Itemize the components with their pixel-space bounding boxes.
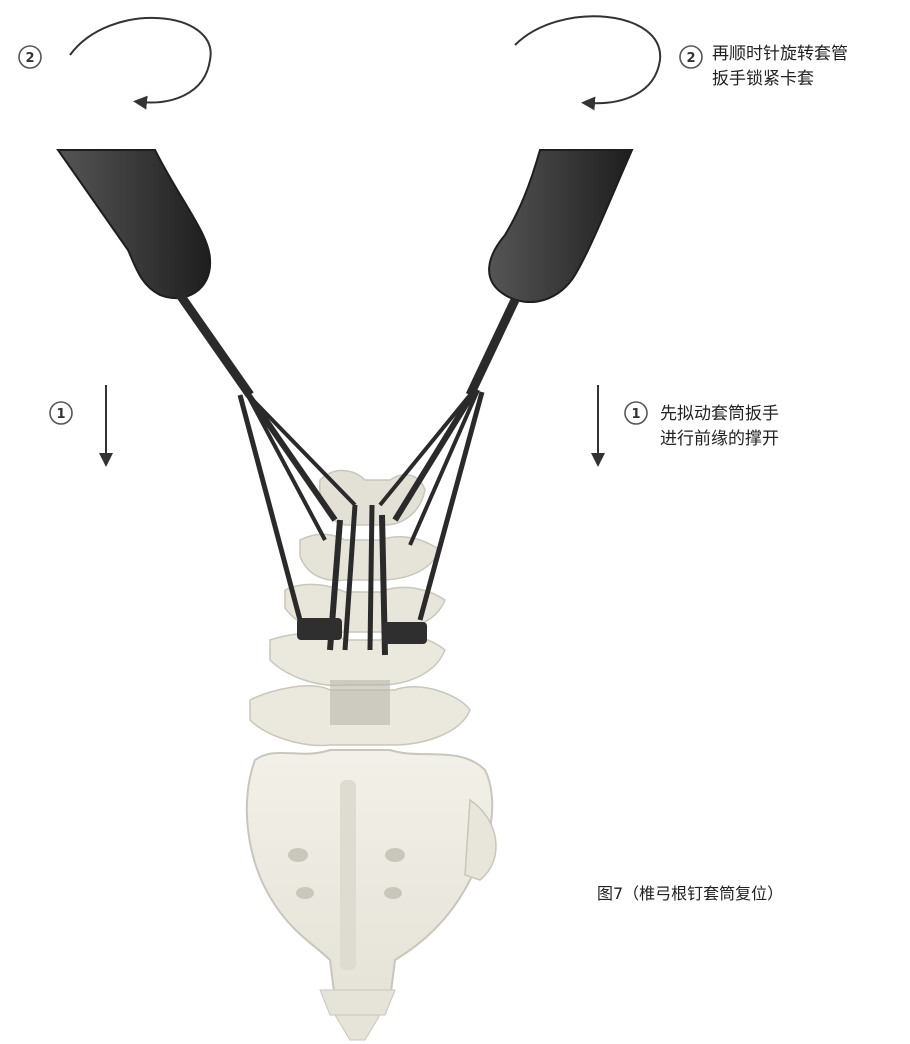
svg-text:2: 2 (25, 51, 34, 66)
step1-right-badge: 1 (625, 402, 647, 424)
svg-text:1: 1 (56, 407, 65, 422)
step1-left-badge: 1 (50, 402, 72, 424)
step2-line1: 再顺时针旋转套管 (712, 42, 848, 67)
svg-text:2: 2 (686, 51, 695, 66)
step1-instruction: 先拟动套筒扳手 进行前缘的撑开 (660, 402, 779, 452)
step2-instruction: 再顺时针旋转套管 扳手锁紧卡套 (712, 42, 848, 92)
step1-line1: 先拟动套筒扳手 (660, 402, 779, 427)
step2-left-badge: 2 (19, 46, 41, 68)
lumbar-vertebrae (250, 471, 470, 746)
rotate-arrow-left-icon (70, 18, 211, 103)
step2-right-badge: 2 (680, 46, 702, 68)
figure-caption: 图7（椎弓根钉套筒复位） (597, 880, 783, 904)
rotate-arrow-right-icon (515, 16, 660, 103)
svg-text:1: 1 (631, 407, 640, 422)
right-wrench-handle-icon (370, 150, 632, 655)
step2-line2: 扳手锁紧卡套 (712, 67, 848, 92)
step1-line2: 进行前缘的撑开 (660, 427, 779, 452)
left-wrench-handle-icon (58, 150, 355, 650)
pelvis-sacrum (247, 750, 496, 1040)
